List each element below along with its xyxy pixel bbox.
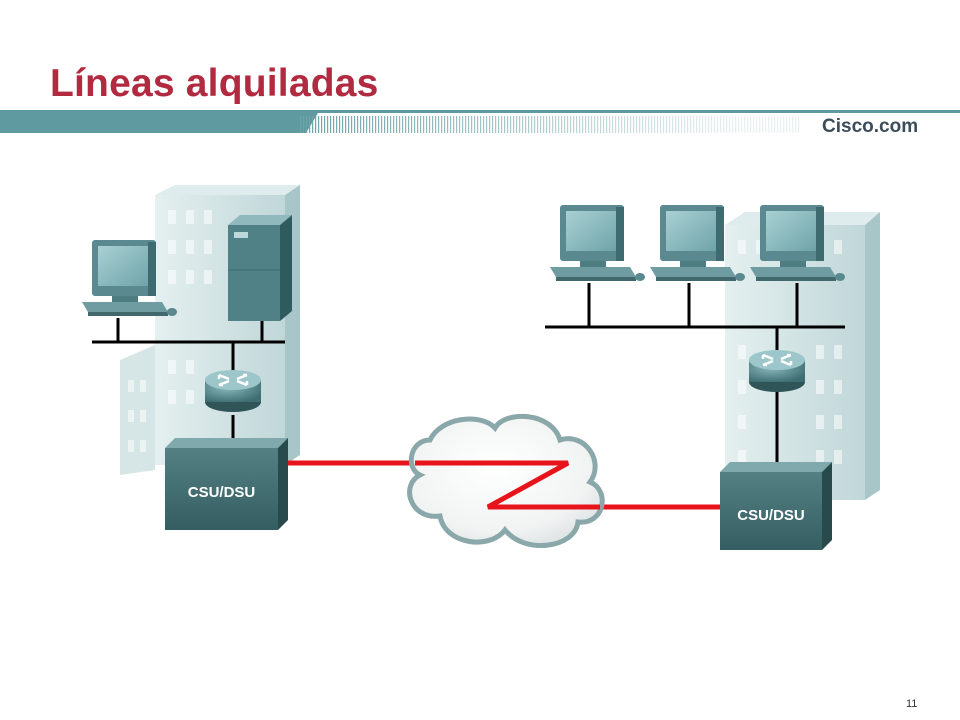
network-cloud-icon: [407, 413, 605, 548]
router-icon: [203, 368, 263, 414]
header-barcode: [300, 116, 800, 133]
right-csu-dsu-device: CSU/DSU: [720, 462, 832, 550]
page-number: 11: [906, 698, 918, 710]
csu-dsu-label: CSU/DSU: [188, 484, 256, 501]
header-band: [0, 110, 960, 133]
leased-line-zigzag: [415, 460, 600, 510]
right-lan-segment: [545, 283, 845, 462]
router-icon: [747, 348, 807, 394]
workstation-icon: [550, 205, 645, 281]
server-icon: [228, 215, 292, 321]
left-csu-dsu-device: CSU/DSU: [165, 438, 288, 530]
left-lan-segment: [92, 318, 285, 440]
csu-dsu-label: CSU/DSU: [737, 507, 805, 524]
brand-logo: Cisco.com: [822, 116, 919, 137]
leased-line-diagram: CSU/DSU CSU/DSU: [82, 185, 880, 550]
page-title: Líneas alquiladas: [50, 62, 379, 105]
